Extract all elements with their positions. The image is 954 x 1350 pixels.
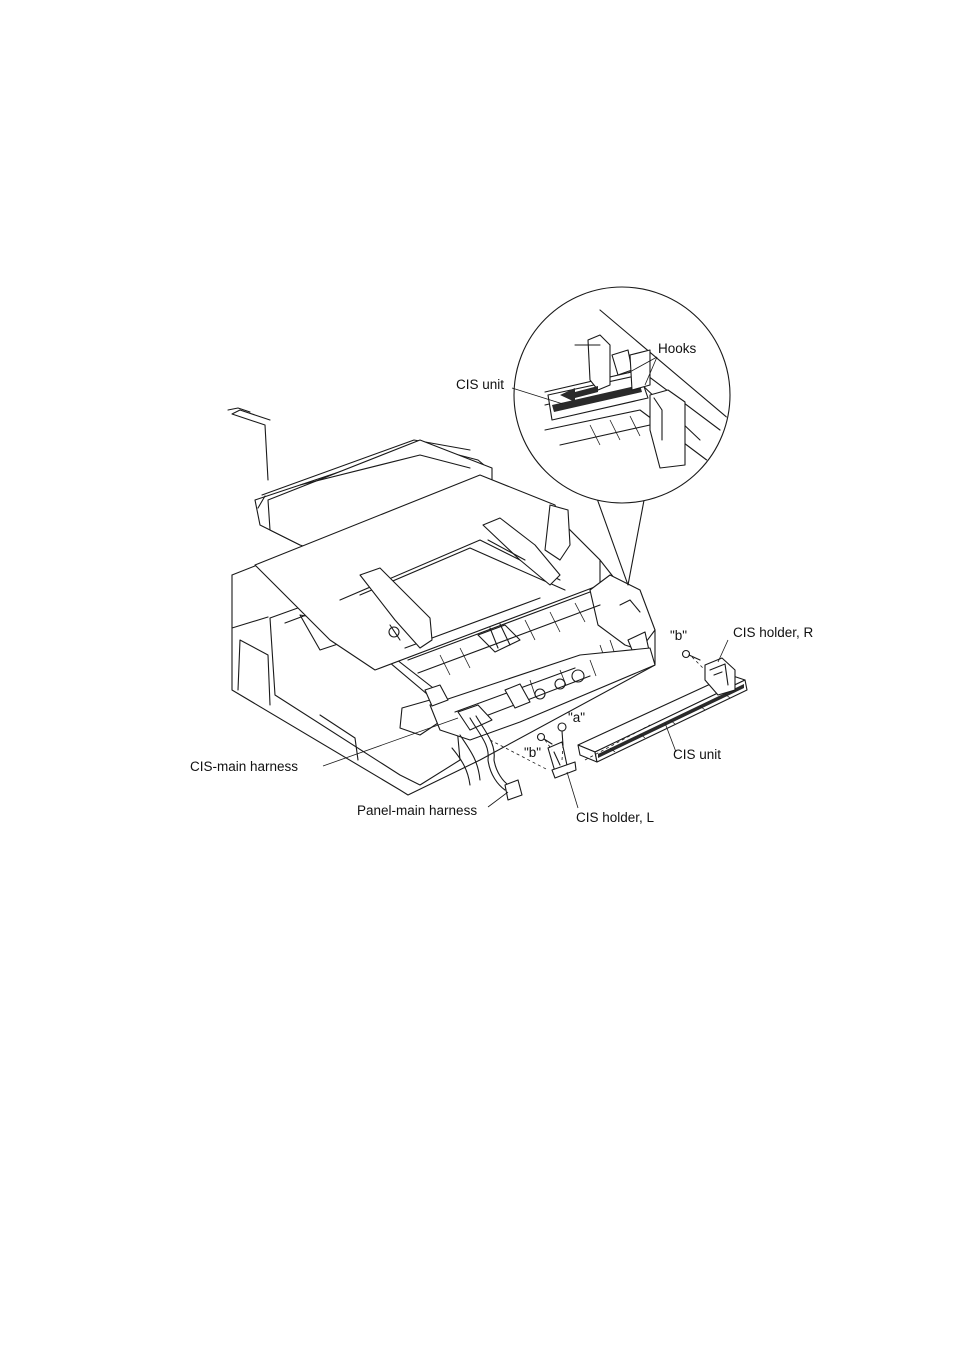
label-hooks: Hooks [658, 341, 697, 356]
screw-b-right-icon [683, 651, 701, 661]
label-cis-holder-r: CIS holder, R [733, 625, 814, 640]
label-screw-b-left: "b" [524, 745, 541, 760]
label-screw-a: "a" [568, 710, 585, 725]
screw-b-left-icon [538, 734, 553, 745]
label-panel-main-harness: Panel-main harness [357, 803, 477, 818]
label-cis-unit-detail: CIS unit [456, 377, 504, 392]
label-cis-main-harness: CIS-main harness [190, 759, 298, 774]
label-screw-b-right: "b" [670, 628, 687, 643]
label-cis-holder-l: CIS holder, L [576, 810, 655, 825]
label-cis-unit: CIS unit [673, 747, 721, 762]
cis-holder-l-part [548, 742, 576, 778]
